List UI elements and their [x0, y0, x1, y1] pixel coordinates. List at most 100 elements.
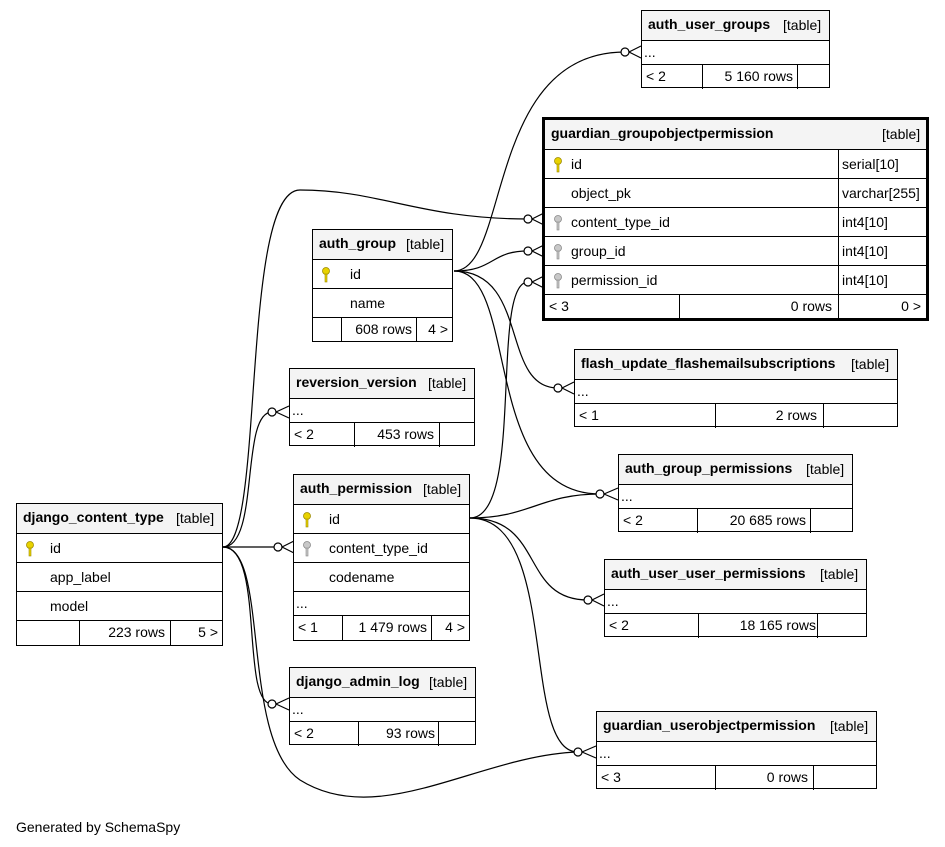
- edge-content-type-to-reversion-version: [222, 411, 273, 548]
- table-name: flash_update_flashemailsubscriptions: [581, 355, 836, 371]
- table-auth-permission[interactable]: auth_permission [table] id content_type_…: [293, 474, 470, 641]
- column-type: varchar[255]: [842, 185, 920, 201]
- table-footer: 223 rows 5 >: [17, 621, 222, 645]
- ellipsis: ...: [292, 402, 304, 418]
- ellipsis-row: ...: [619, 485, 852, 509]
- column-name: permission_id: [571, 272, 658, 288]
- table-header: auth_group_permissions [table]: [619, 455, 852, 485]
- table-header: auth_group [table]: [313, 230, 452, 260]
- edge-end-circle: [553, 383, 563, 393]
- ellipsis: ...: [292, 701, 304, 717]
- primary-key-icon: [322, 267, 330, 283]
- table-name: auth_group_permissions: [625, 460, 793, 476]
- ellipsis: ...: [296, 595, 308, 611]
- column-name: content_type_id: [329, 540, 428, 556]
- table-footer: < 1 2 rows: [575, 404, 897, 428]
- table-name: reversion_version: [296, 374, 417, 390]
- table-django-admin-log[interactable]: django_admin_log [table] ... < 2 93 rows: [289, 667, 476, 746]
- column-row: content_type_id int4[10]: [545, 208, 926, 237]
- table-name: django_admin_log: [296, 673, 420, 689]
- row-count: 1 479 rows: [358, 619, 427, 635]
- row-count: 453 rows: [377, 426, 434, 442]
- parents-count: < 3: [549, 298, 569, 314]
- parents-count: < 3: [601, 769, 621, 785]
- table-auth-group[interactable]: auth_group [table] id name 608 rows 4 >: [312, 229, 453, 342]
- table-header: django_content_type [table]: [17, 504, 222, 534]
- table-auth-user-groups[interactable]: auth_user_groups [table] ... < 2 5 160 r…: [641, 10, 830, 89]
- column-row: codename: [294, 563, 469, 592]
- table-flash-update-flashemailsubscriptions[interactable]: flash_update_flashemailsubscriptions [ta…: [574, 349, 898, 428]
- column-row: group_id int4[10]: [545, 237, 926, 266]
- crowfoot-icon: [275, 697, 290, 711]
- primary-key-icon: [26, 541, 34, 557]
- parents-count: < 2: [646, 68, 666, 84]
- foreign-key-icon: [554, 215, 562, 231]
- edge-auth-group-to-group-id: [453, 250, 529, 272]
- row-count: 18 165 rows: [739, 617, 816, 633]
- foreign-key-icon: [554, 244, 562, 260]
- ellipsis-row: ...: [294, 592, 469, 616]
- edge-end-circle: [267, 407, 277, 417]
- column-row: object_pk varchar[255]: [545, 179, 926, 208]
- table-kind-label: [table]: [428, 375, 467, 391]
- ellipsis: ...: [599, 745, 611, 761]
- table-footer: < 2 18 165 rows: [605, 614, 866, 638]
- edge-auth-group-to-group-permissions: [453, 270, 601, 495]
- parents-count: < 2: [623, 512, 643, 528]
- edge-permission-to-group-permissions: [469, 493, 601, 519]
- column-name: name: [350, 295, 386, 311]
- table-guardian-userobjectpermission[interactable]: guardian_userobjectpermission [table] ..…: [596, 711, 877, 790]
- edge-content-type-to-content-type-id: [222, 189, 529, 548]
- crowfoot-icon: [628, 45, 642, 59]
- table-footer: < 1 1 479 rows 4 >: [294, 616, 469, 640]
- row-count: 0 rows: [790, 298, 832, 314]
- column-name: group_id: [571, 243, 626, 259]
- table-kind-label: [table]: [851, 356, 890, 372]
- table-reversion-version[interactable]: reversion_version [table] ... < 2 453 ro…: [289, 368, 475, 447]
- edge-end-circle: [573, 747, 583, 757]
- table-auth-group-permissions[interactable]: auth_group_permissions [table] ... < 2 2…: [618, 454, 853, 533]
- table-footer: < 2 93 rows: [290, 722, 475, 746]
- row-count: 20 685 rows: [729, 512, 806, 528]
- edge-content-type-to-userobjectpermission: [222, 546, 579, 798]
- table-guardian-groupobjectpermission[interactable]: guardian_groupobjectpermission [table] i…: [542, 117, 929, 321]
- table-header: flash_update_flashemailsubscriptions [ta…: [575, 350, 897, 380]
- children-count: 0 >: [901, 298, 921, 314]
- column-row: id: [17, 534, 222, 563]
- table-kind-label: [table]: [882, 126, 921, 142]
- table-name: auth_permission: [300, 480, 413, 496]
- table-header: auth_user_user_permissions [table]: [605, 560, 866, 590]
- column-type: serial[10]: [842, 156, 899, 172]
- row-count: 0 rows: [766, 769, 808, 785]
- table-kind-label: [table]: [783, 17, 822, 33]
- column-name: content_type_id: [571, 214, 670, 230]
- table-auth-user-user-permissions[interactable]: auth_user_user_permissions [table] ... <…: [604, 559, 867, 638]
- column-name: id: [329, 511, 340, 527]
- column-type: int4[10]: [842, 214, 888, 230]
- edge-auth-group-to-flash-subscriptions: [453, 270, 559, 389]
- table-header: auth_permission [table]: [294, 475, 469, 505]
- table-header: reversion_version [table]: [290, 369, 474, 399]
- table-kind-label: [table]: [820, 566, 859, 582]
- table-kind-label: [table]: [406, 236, 445, 252]
- row-count: 2 rows: [775, 407, 817, 423]
- column-name: model: [50, 598, 89, 614]
- ellipsis-row: ...: [597, 742, 876, 766]
- edge-content-type-to-admin-log: [222, 546, 273, 705]
- edge-end-circle: [583, 595, 593, 605]
- edge-end-circle: [523, 214, 533, 224]
- table-kind-label: [table]: [176, 510, 215, 526]
- column-name: id: [350, 266, 361, 282]
- table-kind-label: [table]: [429, 674, 468, 690]
- crowfoot-icon: [603, 487, 619, 501]
- parents-count: < 2: [609, 617, 629, 633]
- table-django-content-type[interactable]: django_content_type [table] id app_label…: [16, 503, 223, 646]
- table-footer: < 2 20 685 rows: [619, 509, 852, 533]
- table-footer: < 3 0 rows: [597, 766, 876, 790]
- table-header: auth_user_groups [table]: [642, 11, 829, 41]
- table-kind-label: [table]: [806, 461, 845, 477]
- children-count: 4 >: [428, 321, 448, 337]
- children-count: 4 >: [445, 619, 465, 635]
- edge-permission-to-permission-id: [469, 281, 529, 519]
